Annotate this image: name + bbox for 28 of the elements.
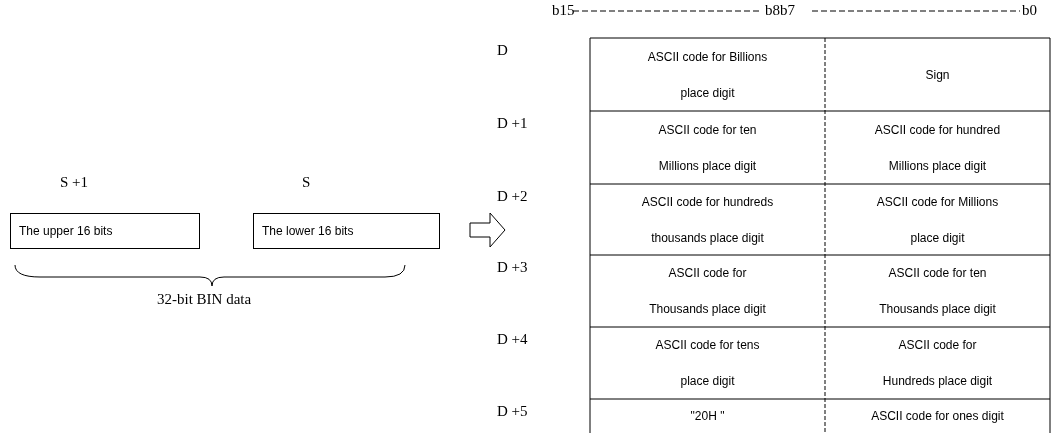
register-label: D +4 [497,331,528,348]
register-label: D +5 [497,403,528,420]
cell-text: ASCII code for hundreds thousands place digit [640,193,775,247]
box-label: The lower 16 bits [262,224,354,238]
register-label: D +2 [497,188,528,205]
cell-text: ASCII code for Millions place digit [875,193,1000,247]
word-address: S [302,174,311,191]
bit-label: b8b7 [765,2,795,19]
cell-text: ASCII code for tens place digit [654,337,761,390]
cell-text: Sign [925,66,950,84]
cell-text: ASCII code for hundred Millions place digit [873,121,1002,175]
bit-label: b15 [552,2,575,19]
data-box [253,213,440,249]
cell-text: ASCII code for ten Millions place digit [657,121,758,175]
register-label: D [497,42,508,59]
register-label: D +3 [497,259,528,276]
box-label: The upper 16 bits [19,224,113,238]
cell-text: ASCII code for Hundreds place digit [881,337,994,390]
brace-label: 32-bit BIN data [157,291,252,308]
word-address: S +1 [60,174,89,191]
register-label: D +1 [497,115,528,132]
bit-label: b0 [1022,2,1037,19]
cell-text: ASCII code for Thousands place digit [648,265,767,318]
cell-text: ASCII code for Billions place digit [646,48,769,102]
cell-text: ASCII code for ones digit [871,408,1004,425]
data-box [10,213,200,249]
cell-text: ASCII code for ten Thousands place digit [878,265,997,318]
cell-text: "20H " [690,408,725,425]
